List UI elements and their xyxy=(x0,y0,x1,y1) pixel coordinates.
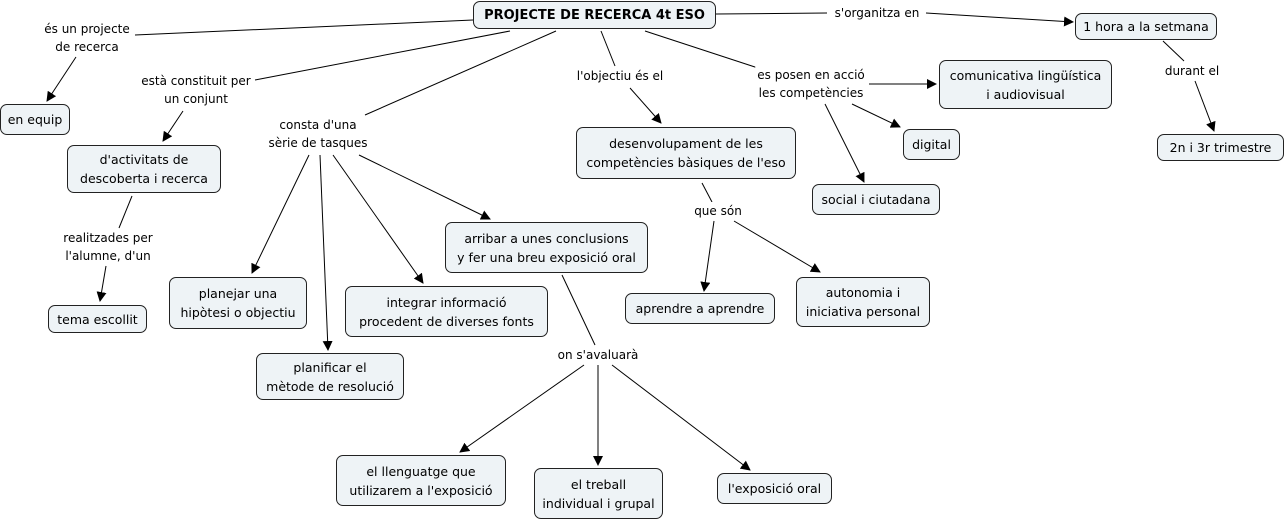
concept-hora-setmana[interactable]: 1 hora a la setmana xyxy=(1075,13,1217,40)
concept-comunicativa[interactable]: comunicativa lingüística i audiovisual xyxy=(939,60,1112,109)
link-arrow xyxy=(611,364,751,471)
concept-llenguatge[interactable]: el llenguatge que utilizarem a l'exposic… xyxy=(336,455,506,506)
concept-trimestre[interactable]: 2n i 3r trimestre xyxy=(1157,134,1284,161)
link-arrow xyxy=(459,364,585,453)
link-line xyxy=(715,12,828,15)
link-line xyxy=(701,182,713,203)
link-line xyxy=(364,30,557,116)
link-line xyxy=(1162,40,1185,62)
concept-aprendre[interactable]: aprendre a aprendre xyxy=(625,293,775,324)
linking-phrase-consta: consta d'una sèrie de tasques xyxy=(266,116,370,152)
concept-digital[interactable]: digital xyxy=(903,129,960,160)
link-arrow xyxy=(629,87,662,124)
linking-phrase-sorganitza: s'organitza en xyxy=(832,4,922,22)
concept-social[interactable]: social i ciutadana xyxy=(812,184,940,215)
link-arrow xyxy=(700,220,715,292)
linking-phrase-objectiu: l'objectiu és el xyxy=(574,67,666,85)
concept-root[interactable]: PROJECTE DE RECERCA 4t ESO xyxy=(473,1,716,29)
concept-desenvolupament[interactable]: desenvolupament de les competències bàsi… xyxy=(576,127,796,179)
link-arrow xyxy=(319,154,333,351)
link-line xyxy=(254,30,511,81)
link-arrow xyxy=(46,56,77,102)
concept-treball[interactable]: el treball individual i grupal xyxy=(534,468,663,519)
linking-phrase-es-posen: es posen en acció les competències xyxy=(755,66,867,102)
link-line xyxy=(644,30,759,69)
link-line xyxy=(600,30,616,67)
linking-phrase-que-son: que són xyxy=(692,202,744,220)
link-line xyxy=(134,19,474,36)
link-arrow xyxy=(1194,80,1216,132)
link-line xyxy=(561,274,596,346)
concept-tema-escollit[interactable]: tema escollit xyxy=(48,305,147,333)
link-arrow xyxy=(358,154,491,220)
link-arrow xyxy=(824,103,865,183)
linking-phrase-realitzades: realitzades per l'alumne, d'un xyxy=(61,229,155,265)
concept-activitats[interactable]: d'activitats de descoberta i recerca xyxy=(67,145,221,193)
linking-phrase-durant: durant el xyxy=(1162,62,1222,80)
concept-autonomia[interactable]: autonomia i iniciativa personal xyxy=(796,277,930,327)
concept-planificar[interactable]: planificar el mètode de resolució xyxy=(256,353,404,400)
linking-phrase-on-savaluara: on s'avaluarà xyxy=(555,346,641,364)
concept-exposicio-oral[interactable]: l'exposició oral xyxy=(717,473,832,504)
link-arrow xyxy=(251,154,310,274)
link-arrow xyxy=(332,154,424,284)
link-line xyxy=(118,195,133,229)
linking-phrase-es-un-projecte: és un projecte de recerca xyxy=(42,20,132,56)
link-arrow xyxy=(851,103,901,128)
link-arrow xyxy=(733,220,821,273)
concept-planejar[interactable]: planejar una hipòtesi o objectiu xyxy=(169,277,307,329)
link-arrow xyxy=(925,12,1074,27)
concept-integrar[interactable]: integrar informació procedent de diverse… xyxy=(345,286,548,337)
concept-en-equip[interactable]: en equip xyxy=(0,104,70,135)
linking-phrase-esta-constituit: està constituit per un conjunt xyxy=(139,72,253,108)
link-arrow xyxy=(96,265,107,302)
concept-arribar[interactable]: arribar a unes conclusions y fer una bre… xyxy=(445,222,648,273)
link-arrow xyxy=(162,110,184,142)
